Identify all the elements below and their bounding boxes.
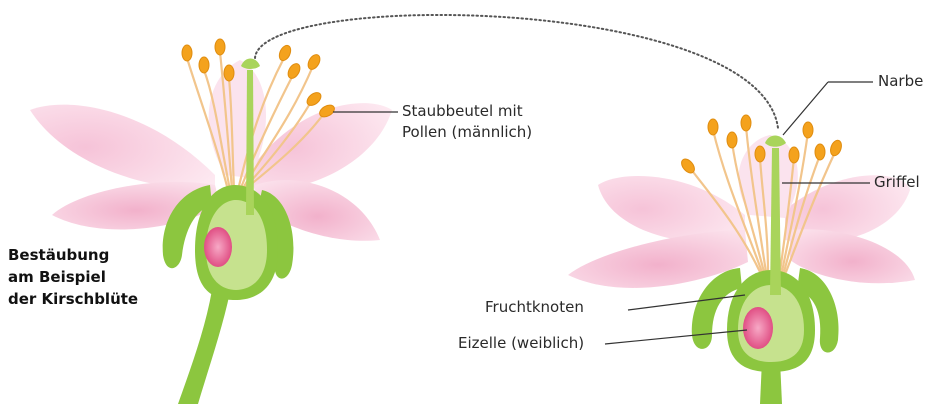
label-staubbeutel-line-2: Pollen (männlich)	[402, 122, 532, 143]
anther	[789, 147, 799, 163]
anther	[224, 65, 234, 81]
left-stigma	[241, 59, 260, 70]
left-petal-back-left	[30, 105, 215, 190]
anther	[215, 39, 225, 55]
right-flower	[568, 115, 915, 404]
label-griffel: Griffel	[874, 172, 920, 193]
anther	[277, 44, 293, 63]
anther	[182, 45, 192, 61]
anther	[199, 57, 209, 73]
label-staubbeutel: Staubbeutel mit Pollen (männlich)	[402, 101, 532, 143]
anther	[708, 119, 718, 135]
diagram-title: Bestäubung am Beispiel der Kirschblüte	[8, 244, 138, 310]
anther	[727, 132, 737, 148]
label-narbe: Narbe	[878, 71, 923, 92]
title-line-3: der Kirschblüte	[8, 288, 138, 310]
label-fruchtknoten: Fruchtknoten	[485, 297, 584, 318]
title-line-1: Bestäubung	[8, 244, 138, 266]
left-flower	[30, 39, 392, 404]
anther	[741, 115, 751, 131]
anther	[305, 90, 324, 108]
anther	[755, 146, 765, 162]
label-eizelle: Eizelle (weiblich)	[458, 333, 584, 354]
label-staubbeutel-line-1: Staubbeutel mit	[402, 101, 532, 122]
leader-line-eizelle	[605, 330, 747, 344]
anther	[286, 62, 303, 81]
title-line-2: am Beispiel	[8, 266, 138, 288]
anther	[829, 139, 844, 157]
left-style	[246, 70, 254, 215]
right-ovule	[743, 307, 773, 349]
anther	[306, 53, 323, 72]
anther	[815, 144, 825, 160]
left-stem	[178, 290, 230, 404]
anther	[803, 122, 813, 138]
leader-line-fruchtknoten	[628, 295, 745, 310]
left-ovule	[204, 227, 232, 267]
